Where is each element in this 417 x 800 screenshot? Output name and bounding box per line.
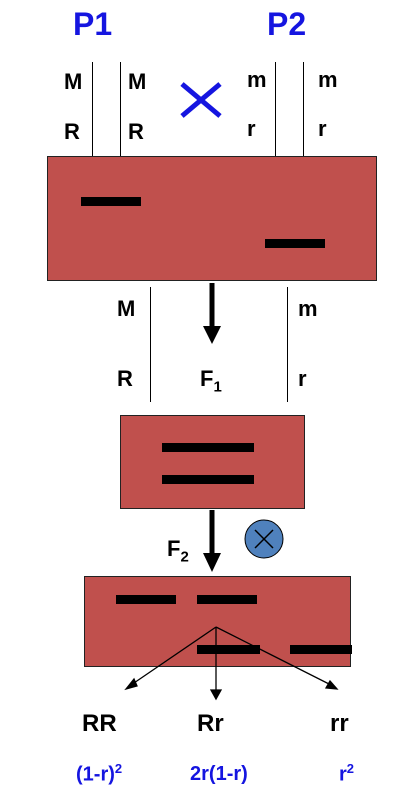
parent-gel [47,156,377,281]
genotype-homozygous-recessive: rr [330,710,349,737]
p2-chromosome-left [275,62,276,157]
p2-label: P2 [267,6,307,42]
p2-chromosome-right [303,62,304,157]
freq-homozygous-recessive: r2 [339,761,355,786]
p1-allele-r-left: R [64,119,80,144]
f1-band-upper [162,443,254,452]
p1-chromosome-right [120,62,121,157]
f2-label: F2 [167,536,189,566]
p2-allele-m-left: m [247,67,267,92]
p1-allele-m-right: M [128,69,147,94]
p1-allele-r-right: R [128,119,144,144]
f1-band-lower [162,475,254,484]
gel-band-p1 [81,197,141,206]
f2-band-4 [290,645,352,654]
f1-allele-r-left: R [117,366,133,391]
p1-chromosome-left [92,62,93,157]
genotype-homozygous-dominant: RR [82,710,117,737]
f1-label: F1 [200,366,222,396]
p2-allele-r-right: r [318,116,327,141]
f1-allele-m-right: m [298,296,318,321]
p1-allele-m-left: M [64,69,83,94]
f1-chromosome-left [150,287,151,402]
f2-band-2 [197,595,257,604]
p1-label: P1 [73,6,113,42]
f2-gel [84,576,352,667]
gel-band-p2 [265,239,325,248]
p2-allele-r-left: r [247,116,256,141]
p2-allele-m-right: m [318,67,338,92]
f1-chromosome-right [287,287,288,402]
f1-allele-m-left: M [117,296,136,321]
f2-band-1 [116,595,176,604]
freq-homozygous-dominant: (1-r)2 [76,761,123,786]
f1-allele-r-right: r [298,366,307,391]
f1-gel [120,415,305,509]
f2-band-3 [197,645,260,654]
freq-heterozygous: 2r(1-r) [190,763,248,785]
genotype-heterozygous: Rr [197,710,224,737]
